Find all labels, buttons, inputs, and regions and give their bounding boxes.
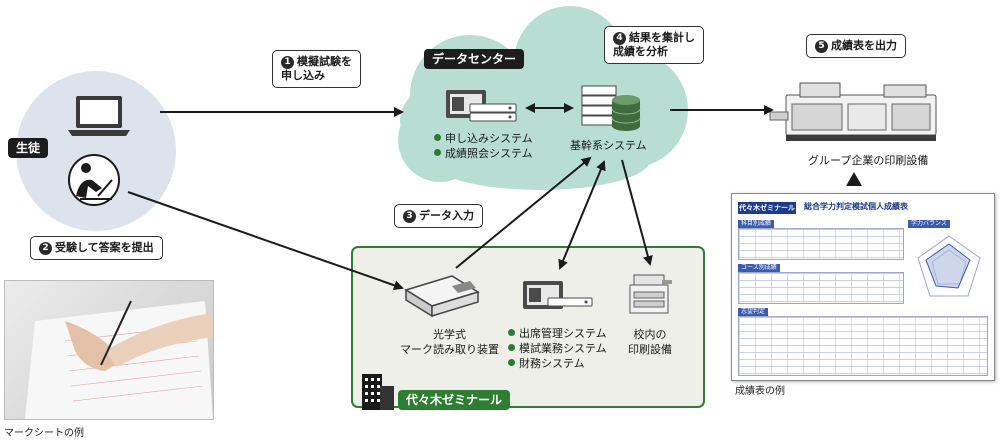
core-system-label: 基幹系システム	[570, 139, 647, 152]
report-pointer	[846, 172, 862, 186]
mark-sheet-photo	[4, 280, 214, 420]
data-center-systems: 申し込みシステム 成績照会システム	[434, 131, 533, 161]
industrial-printer-icon	[769, 82, 937, 141]
laptop-icon	[68, 96, 130, 136]
step1-number: 1	[281, 56, 294, 69]
step5-text: 成績表を出力	[831, 39, 897, 52]
server-icon	[446, 90, 517, 122]
step4-text-line2: 成績を分析	[613, 45, 668, 58]
step3-number: 3	[403, 210, 416, 223]
school-systems: 出席管理システム 模試業務システム 財務システム	[508, 326, 607, 371]
report-radar-chart	[917, 235, 981, 297]
data-center-label: データセンター	[424, 49, 525, 69]
student-writing-icon	[68, 154, 120, 206]
arrow-core-school-printer	[621, 159, 653, 266]
report-title: 総合学力判定模試個人成績表	[804, 202, 908, 211]
ocr-label: 光学式マーク読み取り装置	[400, 328, 499, 356]
student-circle	[16, 71, 176, 231]
school-label: 代々木ゼミナール	[398, 390, 511, 410]
report-caption: 成績表の例	[735, 386, 785, 397]
data-center-system-item: 申し込みシステム	[434, 131, 533, 146]
report-section-subjects: 科目別成績	[738, 220, 775, 228]
step4-text-line1: 結果を集計し	[629, 31, 695, 44]
printing-label: グループ企業の印刷設備	[808, 154, 929, 167]
report-table-judgement	[738, 316, 988, 376]
step1-text-line1: 模擬試験を	[297, 55, 352, 68]
report-section-judgement: 志望判定	[738, 308, 769, 316]
step2-text: 受験して答案を提出	[55, 241, 154, 254]
student-label: 生徒	[8, 138, 49, 158]
step4-number: 4	[613, 32, 626, 45]
school-pc-icon	[523, 281, 593, 309]
mark-sheet-caption: マークシートの例	[4, 428, 84, 439]
report-sample: 代々木ゼミナール 総合学力判定模試個人成績表 科目別成績 コース別成績 学力バラ…	[731, 193, 995, 381]
school-system-item: 出席管理システム	[508, 326, 607, 341]
report-table-subjects	[738, 228, 904, 260]
step5-number: 5	[815, 40, 828, 53]
ocr-scanner-icon	[404, 275, 480, 318]
arrow-submit	[127, 191, 404, 291]
report-table-courses	[738, 272, 904, 304]
school-printer-icon	[629, 274, 672, 314]
arrow-core-school-systems	[558, 160, 606, 270]
school-printer-label: 校内の印刷設備	[628, 328, 672, 356]
step2-number: 2	[39, 242, 52, 255]
core-system-icon	[581, 85, 641, 131]
school-building-icon	[362, 374, 394, 410]
report-logo: 代々木ゼミナール	[738, 202, 796, 214]
school-system-item: 財務システム	[508, 356, 607, 371]
step1-text-line2: 申し込み	[281, 69, 325, 82]
report-section-balance: 学力バランス	[908, 220, 950, 228]
mark-sheet-illustration	[25, 300, 213, 419]
school-system-item: 模試業務システム	[508, 341, 607, 356]
data-center-system-item: 成績照会システム	[434, 146, 533, 161]
step3-text: データ入力	[419, 209, 474, 222]
report-section-courses: コース別成績	[738, 264, 780, 272]
